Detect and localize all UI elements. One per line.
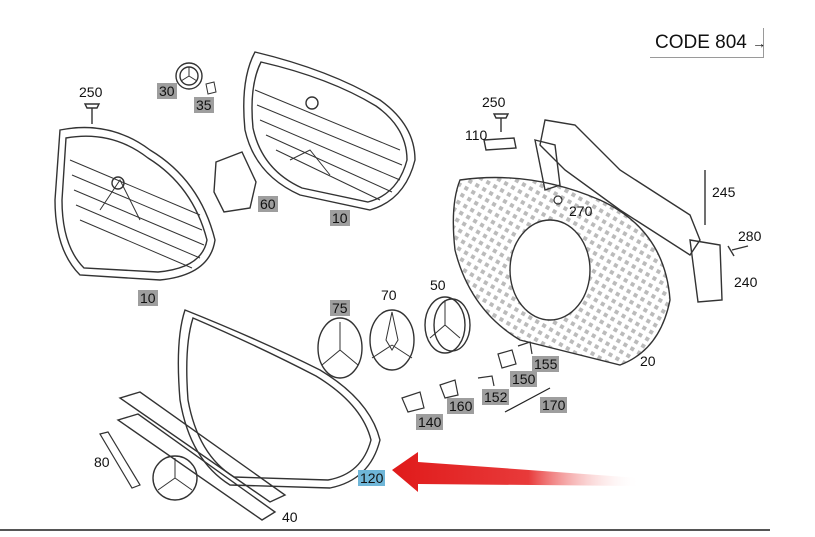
callout-35: 35	[194, 97, 214, 113]
emblem-small	[175, 62, 217, 95]
callout-10-left: 10	[138, 290, 158, 306]
callout-152: 152	[482, 389, 510, 405]
main-grille-20	[452, 176, 671, 366]
callout-250-right: 250	[482, 94, 506, 110]
callout-40: 40	[282, 509, 298, 525]
callout-155: 155	[532, 356, 560, 372]
callout-70: 70	[381, 287, 397, 303]
callout-150: 150	[510, 371, 538, 387]
bottom-rule	[0, 529, 770, 531]
callout-280: 280	[738, 228, 762, 244]
nut-270	[553, 195, 563, 205]
grille-40	[116, 391, 287, 521]
arrow-right-icon: →	[752, 35, 767, 51]
callout-10-top: 10	[330, 210, 350, 226]
screw-250-left	[83, 103, 101, 124]
callout-245: 245	[712, 184, 736, 200]
screw-250-right	[492, 113, 510, 132]
frame-120	[177, 309, 381, 489]
code-text: CODE 804	[655, 32, 747, 53]
star-70	[369, 309, 415, 371]
trim-cover-60	[213, 151, 257, 213]
screw-280	[727, 245, 749, 257]
callout-75: 75	[330, 300, 350, 316]
callout-50: 50	[430, 277, 446, 293]
strip-80	[99, 431, 141, 489]
callout-20: 20	[640, 353, 656, 369]
callout-80: 80	[94, 454, 110, 470]
highlight-arrow	[392, 452, 640, 492]
callout-160: 160	[447, 398, 475, 414]
housing-50	[424, 296, 471, 354]
callout-110: 110	[465, 127, 488, 143]
callout-60: 60	[258, 196, 278, 212]
callout-250-left: 250	[79, 84, 103, 100]
code-804-box: CODE 804 →	[650, 28, 767, 58]
callout-240: 240	[734, 274, 758, 290]
grille-top	[243, 51, 416, 211]
callout-170: 170	[540, 397, 568, 413]
callout-140: 140	[416, 414, 444, 430]
clips	[401, 341, 533, 413]
grille-left	[54, 126, 216, 281]
callout-30: 30	[157, 83, 177, 99]
callout-120-highlighted: 120	[358, 470, 386, 486]
bracket-assembly	[483, 119, 723, 303]
leader-170	[504, 387, 551, 413]
emblem-75	[317, 317, 363, 379]
callout-270: 270	[569, 203, 593, 219]
